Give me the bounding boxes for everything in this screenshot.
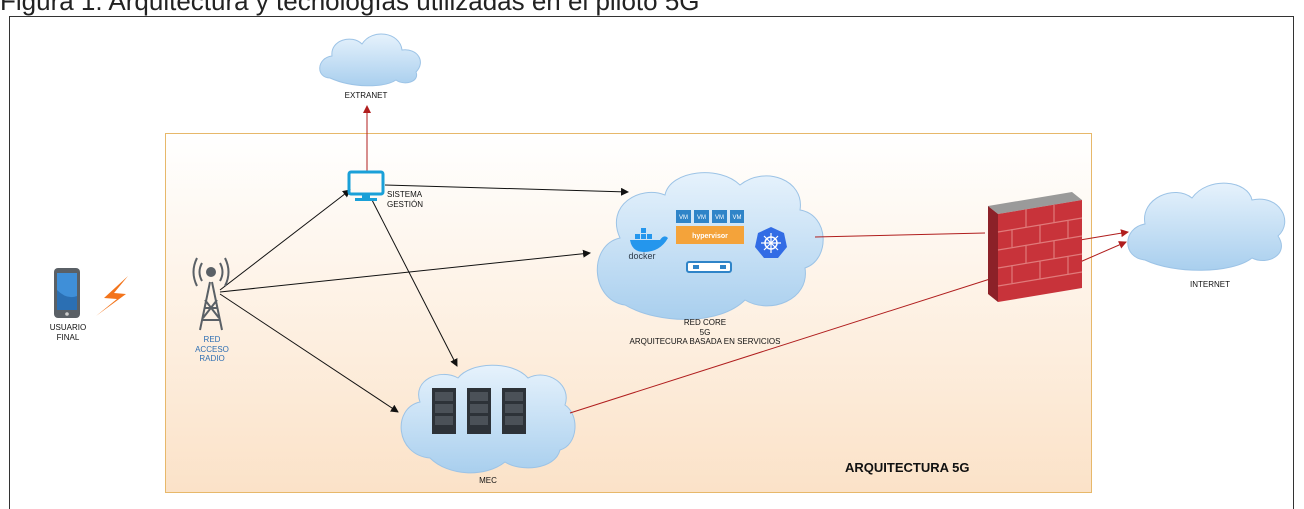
hypervisor-label: hypervisor — [692, 233, 728, 240]
server-rack-icon — [432, 388, 526, 434]
firewall-icon — [988, 192, 1083, 302]
vm-label-4: VM — [733, 215, 742, 221]
internet-cloud-icon — [1127, 182, 1286, 271]
sistema-label: SISTEMA GESTIÓN — [387, 190, 423, 209]
monitor-icon — [347, 170, 385, 201]
link-mec-to-firewall — [569, 278, 991, 414]
docker-icon: docker — [628, 228, 668, 261]
lightning-icon — [96, 276, 128, 316]
vm-boxes: VM VM VM VM — [676, 210, 744, 223]
phone-icon — [54, 268, 80, 318]
red-core-label-line2: 5G — [699, 327, 711, 337]
top-caption: Figura 1. Arquitectura y tecnologías uti… — [0, 0, 700, 16]
arquitectura-5g-title: ARQUITECTURA 5G — [845, 460, 970, 475]
red-core-label: RED CORE 5G ARQUITECURA BASADA EN SERVIC… — [620, 318, 790, 347]
sistema-label-line2: GESTIÓN — [387, 199, 424, 209]
red-core-label-line1: RED CORE — [683, 318, 727, 327]
red-acceso-label-line1: RED — [203, 335, 221, 344]
hypervisor-bar: hypervisor — [676, 226, 744, 244]
extranet-label: EXTRANET — [344, 91, 388, 100]
usuario-label: USUARIO FINAL — [40, 323, 96, 342]
extranet-cloud-icon — [319, 33, 421, 87]
antenna-tower-icon — [192, 257, 230, 331]
usuario-label-line1: USUARIO — [49, 323, 87, 332]
vm-label-1: VM — [679, 215, 688, 221]
link-core-to-firewall — [814, 232, 986, 238]
red-core-label-line3: ARQUITECURA BASADA EN SERVICIOS — [629, 337, 781, 346]
core-cloud-icon — [596, 172, 824, 320]
internet-label: INTERNET — [1190, 280, 1230, 289]
arrow-firewall-to-internet-2 — [1079, 241, 1127, 263]
arrow-radio-to-mec — [219, 293, 399, 413]
arrow-firewall-to-internet-1 — [1079, 229, 1129, 241]
red-acceso-label: RED ACCESO RADIO — [182, 335, 242, 364]
docker-label: docker — [628, 251, 655, 261]
sistema-label-line1: SISTEMA — [387, 190, 423, 199]
kubernetes-icon — [755, 227, 787, 258]
red-acceso-label-line3: RADIO — [199, 354, 225, 363]
arrow-radio-to-sistema — [219, 189, 351, 291]
vm-label-3: VM — [715, 215, 724, 221]
server-unit-icon — [686, 261, 732, 273]
arrow-sistema-to-core — [384, 184, 629, 196]
arrow-radio-to-core — [219, 249, 591, 293]
red-acceso-label-line2: ACCESO — [195, 344, 229, 354]
arrow-sistema-to-mec — [371, 199, 458, 367]
usuario-label-line2: FINAL — [56, 332, 80, 342]
mec-label: MEC — [479, 476, 497, 485]
diagram-frame — [9, 16, 1294, 509]
vm-label-2: VM — [697, 215, 706, 221]
